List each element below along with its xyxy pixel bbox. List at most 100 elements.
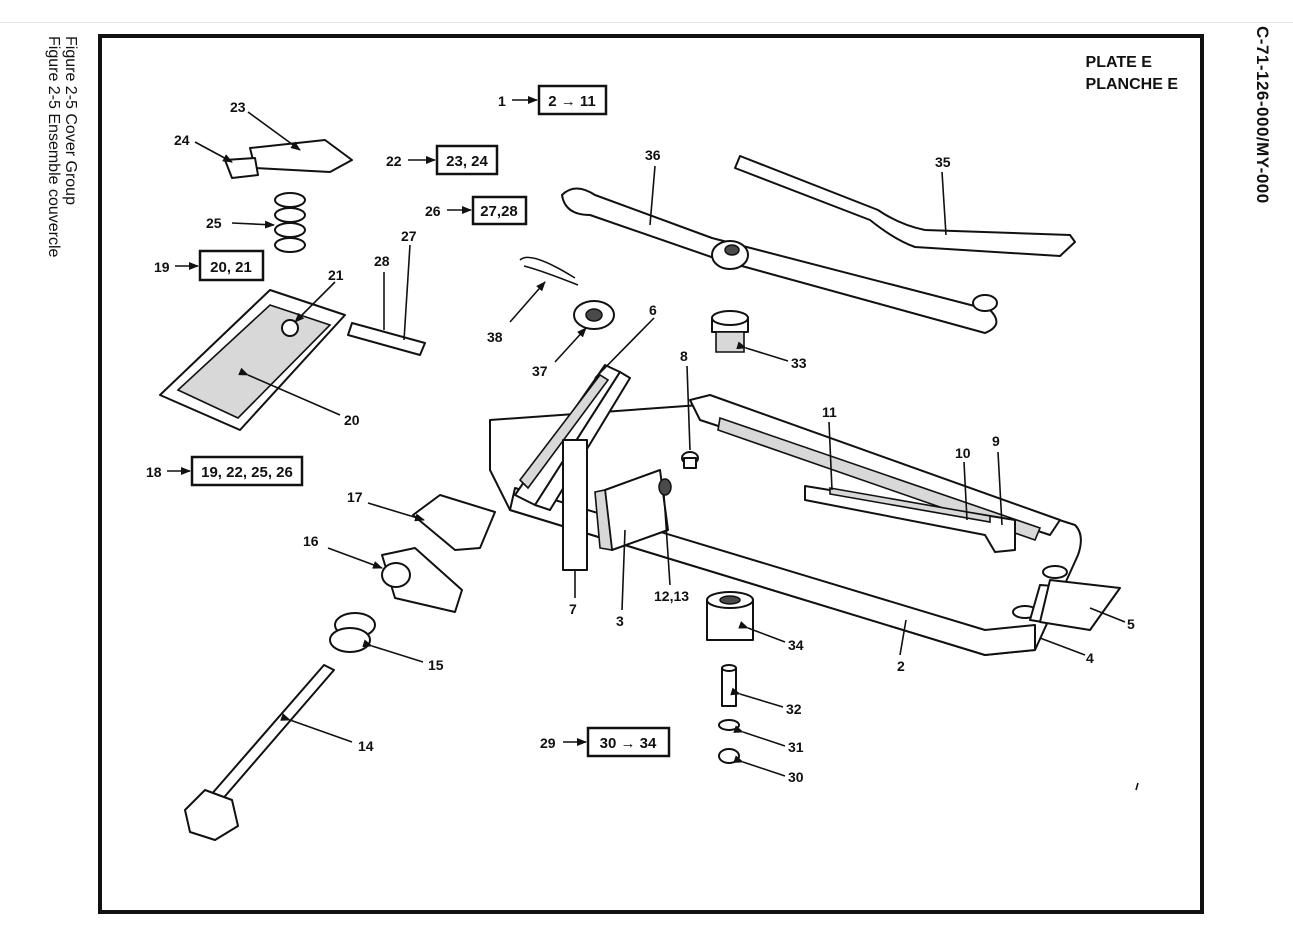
leader-27 (403, 244, 411, 341)
part-25-spring (274, 192, 306, 253)
callout-2: 2 (897, 658, 905, 674)
callout-14: 14 (358, 738, 374, 754)
callout-3: 3 (616, 613, 624, 629)
callout-15: 15 (428, 657, 444, 673)
top-divider-line (0, 22, 1293, 23)
group-ref-1-box (537, 84, 608, 116)
callout-38: 38 (487, 329, 503, 345)
callout-20: 20 (344, 412, 360, 428)
part-20-channel (159, 289, 346, 431)
callout-4: 4 (1086, 650, 1094, 666)
leader-36 (649, 165, 656, 226)
callout-28: 28 (374, 253, 390, 269)
leader-32 (730, 687, 784, 708)
group-ref-22-number: 22 (386, 153, 402, 169)
group-ref-18-number: 18 (146, 464, 162, 480)
part-3-end-block (594, 469, 669, 551)
plate-label-english: PLATE E (1085, 54, 1152, 71)
group-ref-1-number: 1 (498, 93, 506, 109)
group-ref-26-number: 26 (425, 203, 441, 219)
part-36-lever-arm (561, 187, 998, 334)
part-15-spring (329, 612, 376, 653)
group-ref-18-box (190, 455, 304, 487)
callout-11: 11 (822, 404, 837, 420)
callout-21: 21 (328, 267, 344, 283)
leader-6 (594, 317, 655, 379)
part-32-pin (721, 664, 737, 707)
part-38-cotter-pin (519, 256, 579, 286)
group-ref-26-box (471, 195, 528, 226)
part-23-24-latch (224, 139, 353, 179)
group-ref-29-box (586, 726, 671, 758)
group-ref-26: 26 27,28 (425, 195, 528, 226)
callout-24: 24 (174, 132, 190, 148)
callout-34: 34 (788, 637, 804, 653)
group-ref-1: 1 2 → 11 (498, 84, 608, 116)
callout-37: 37 (532, 363, 548, 379)
group-ref-29-number: 29 (540, 735, 556, 751)
group-ref-19-box (198, 249, 265, 282)
callout-17: 17 (347, 489, 363, 505)
leader-14 (280, 713, 353, 743)
leader-11 (828, 421, 833, 491)
part-16-bracket (381, 547, 463, 613)
callout-27: 27 (401, 228, 417, 244)
leader-25 (231, 220, 275, 229)
callout-32: 32 (786, 701, 802, 717)
part-30-spring (718, 748, 740, 764)
callout-5: 5 (1127, 616, 1135, 632)
callout-6: 6 (649, 302, 657, 318)
callout-9: 9 (992, 433, 1000, 449)
leader-15 (362, 639, 424, 663)
group-ref-22-box (435, 144, 499, 176)
group-ref-19: 19 20, 21 (154, 249, 265, 282)
group-ref-26-contents: 27,28 (480, 203, 518, 220)
group-ref-29-contents: 30 → 34 (600, 735, 657, 752)
leader-38 (509, 281, 546, 323)
callout-23: 23 (230, 99, 246, 115)
group-ref-29: 29 30 → 34 (540, 726, 671, 758)
callout-12-13: 12,13 (654, 588, 689, 604)
part-5-shim-plate (1039, 579, 1121, 631)
leader-34 (738, 621, 786, 643)
leader-16 (327, 547, 383, 569)
group-ref-1-contents: 2 → 11 (548, 93, 596, 110)
callout-10: 10 (955, 445, 971, 461)
leader-8 (686, 365, 691, 451)
stray-mark (1135, 782, 1139, 791)
part-34-nut (706, 591, 754, 641)
group-ref-19-number: 19 (154, 259, 170, 275)
group-ref-18: 18 19, 22, 25, 26 (146, 455, 304, 487)
leader-31 (733, 725, 786, 747)
leader-9 (997, 451, 1003, 526)
callout-7: 7 (569, 601, 577, 617)
leader-21 (294, 281, 336, 323)
leader-3 (621, 529, 626, 611)
leader-5 (1089, 607, 1126, 623)
part-35-spring-bar (734, 155, 1076, 257)
part-12-13-screw (658, 478, 672, 496)
callout-36: 36 (645, 147, 661, 163)
part-31-washer (718, 719, 740, 731)
part-37-castle-nut (573, 300, 615, 330)
leader-24 (194, 141, 233, 163)
callout-35: 35 (935, 154, 951, 170)
callout-30: 30 (788, 769, 804, 785)
leader-33 (736, 341, 789, 362)
group-ref-22: 22 23, 24 (386, 144, 499, 176)
part-8-knob (681, 451, 699, 469)
part-14-bolt (184, 664, 335, 841)
callout-8: 8 (680, 348, 688, 364)
callout-16: 16 (303, 533, 319, 549)
leader-10 (963, 461, 968, 521)
group-ref-18-contents: 19, 22, 25, 26 (201, 464, 293, 481)
leader-30 (733, 755, 786, 777)
leader-20 (238, 367, 341, 416)
part-9-latch-bar (804, 485, 1016, 553)
plate-label-french: PLANCHE E (1085, 76, 1178, 93)
leader-17 (367, 502, 425, 522)
plate-label: PLATE E PLANCHE E (1086, 52, 1178, 96)
group-ref-22-contents: 23, 24 (446, 153, 488, 170)
part-33-plug (711, 310, 749, 353)
